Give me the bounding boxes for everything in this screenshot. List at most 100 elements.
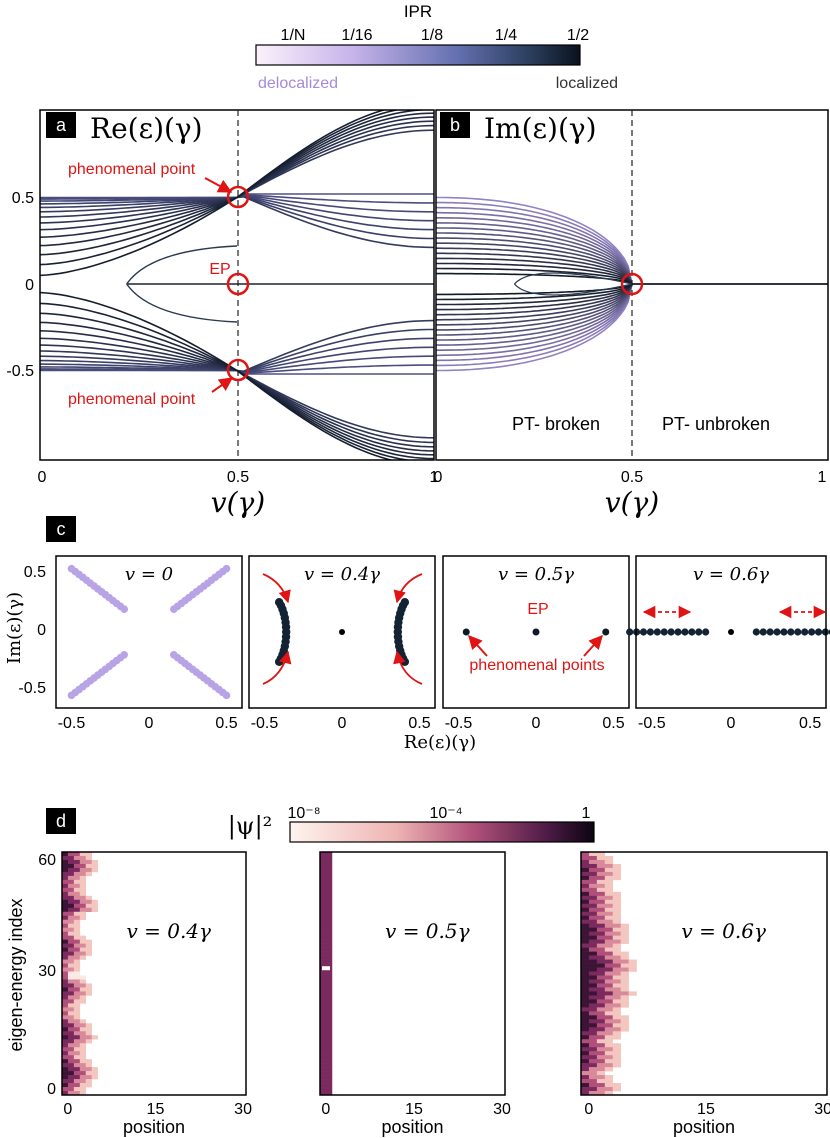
c3-arrow-left [468, 634, 488, 657]
d-cell [588, 1011, 598, 1016]
d-cell [320, 935, 327, 940]
c2-point [400, 598, 410, 607]
d-cell [604, 1039, 614, 1044]
d-cell [596, 959, 606, 964]
d-cell [67, 1055, 75, 1060]
im-curve-b [436, 196, 633, 285]
d-cell [320, 943, 327, 948]
d-cell [79, 879, 87, 885]
panel-a-tag-box [46, 112, 76, 138]
d-cell [73, 995, 81, 1000]
im-arc-lower [513, 283, 633, 296]
d-cell [73, 915, 81, 921]
d-cell [67, 1015, 75, 1020]
d-cell [79, 1035, 87, 1040]
d-cell [581, 951, 590, 956]
c4-point [702, 628, 710, 636]
d-cell [73, 919, 81, 925]
d-cell [581, 891, 590, 897]
d-cell [62, 931, 69, 936]
im-curve-b [436, 283, 633, 326]
d-xtick: 0 [321, 1101, 330, 1118]
d-cell [73, 931, 81, 936]
d-cell [588, 1079, 598, 1084]
d-cell [79, 1075, 87, 1080]
d-cell [73, 959, 81, 964]
d-cell [604, 963, 614, 968]
d-cell [320, 899, 327, 905]
d-cell [73, 871, 81, 877]
d-cell [588, 891, 598, 897]
d-cell [67, 959, 75, 964]
d-cell [604, 923, 614, 928]
d-cell [604, 887, 614, 893]
d-cell [73, 895, 81, 901]
panel-b-title: Im(ε)(γ) [484, 112, 597, 145]
d-cell [581, 1011, 590, 1016]
im-curve-b [436, 217, 633, 285]
d-cell [79, 911, 87, 917]
d-cell [67, 1007, 75, 1012]
c3-point [602, 628, 610, 636]
d-cell [320, 907, 327, 913]
d-cell [581, 1007, 590, 1012]
d-cell [62, 923, 69, 928]
d-cell [581, 907, 590, 913]
im-curve-b [436, 242, 633, 285]
c4-point [653, 628, 661, 636]
d-cell [67, 995, 75, 1000]
d-cell [612, 959, 621, 964]
a-ytick-3: -0.5 [6, 363, 34, 380]
d-xlabel: position [123, 1117, 185, 1137]
d-cell [73, 1067, 81, 1072]
d-cell [604, 971, 614, 976]
c3-point [532, 628, 540, 636]
d-cell [62, 1079, 69, 1084]
d-cell [581, 939, 590, 944]
d-cell [320, 1035, 327, 1040]
d-cell [320, 1091, 327, 1096]
c-xtick: 0 [532, 715, 541, 732]
d-cell [596, 987, 606, 992]
d-cell [581, 943, 590, 948]
im-curve-b [436, 283, 633, 357]
d-cell [79, 995, 87, 1000]
d-cell [85, 899, 92, 905]
c1-point [170, 605, 178, 613]
d-cell [612, 867, 621, 873]
d-cell [588, 1091, 598, 1096]
d-cell [67, 1043, 75, 1048]
d-cell [604, 1027, 614, 1032]
d-cell [85, 871, 92, 877]
d-cell [596, 1003, 606, 1008]
d-cell [320, 1055, 327, 1060]
c4-point [681, 628, 689, 636]
c4-point [780, 628, 788, 636]
d-cell [588, 955, 598, 960]
d-cell [73, 899, 81, 905]
d-cell [62, 975, 69, 980]
panel-c-tag: c [57, 519, 66, 539]
d-cell [73, 991, 81, 996]
d-cell [612, 1047, 621, 1052]
c-subplot-label: v = 0 [125, 564, 173, 585]
d-cell [320, 1075, 327, 1080]
d-cell [62, 1031, 69, 1036]
d-cell [325, 1023, 333, 1028]
d-cell [62, 999, 69, 1004]
d-cell [325, 943, 333, 948]
ipr-tick-5: 1/2 [567, 27, 589, 44]
d-cell [612, 1007, 621, 1012]
d-cell [604, 891, 614, 897]
d-cell [612, 991, 621, 996]
d-cell [620, 955, 629, 960]
d-cell [596, 1035, 606, 1040]
d-xtick: 30 [493, 1101, 511, 1118]
d-cell [73, 1075, 81, 1080]
d-cell [604, 1091, 614, 1096]
d-cell [79, 887, 87, 893]
d-cell [79, 979, 87, 984]
d-cell [604, 1019, 614, 1024]
d-cell [596, 879, 606, 885]
d-cell [320, 1023, 327, 1028]
